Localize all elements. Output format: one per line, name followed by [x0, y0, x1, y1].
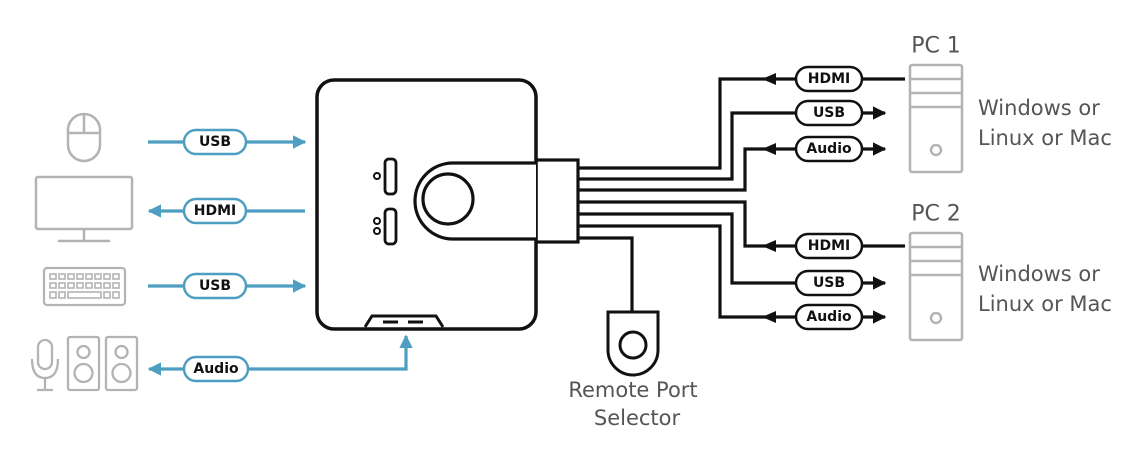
kvm-switch-icon [315, 78, 580, 331]
remote-caption-line2: Selector [594, 406, 681, 430]
remote-port-selector-icon [578, 236, 660, 377]
microphone-speakers-icon [30, 335, 139, 392]
pc2-title: PC 2 [911, 202, 961, 227]
pc2-os-line1: Windows or [978, 262, 1100, 286]
cable-label: HDMI [182, 197, 248, 225]
cable-label: USB [182, 128, 248, 156]
cable-label: Audio [794, 135, 864, 163]
remote-caption-line1: Remote Port [568, 378, 697, 402]
cable-label: Audio [794, 303, 864, 331]
cable-label: HDMI [794, 232, 864, 260]
cable-label: Audio [182, 355, 250, 383]
pc-tower-icon [908, 63, 964, 174]
cable-label-text: USB [813, 105, 845, 121]
cable-label-text: Audio [806, 141, 852, 157]
keyboard-icon [42, 266, 127, 307]
cable-label: USB [794, 99, 864, 127]
cable-label-text: USB [813, 275, 845, 291]
cable-label: USB [794, 269, 864, 297]
pc1-os-line2: Linux or Mac [978, 126, 1112, 150]
cable-label: USB [182, 272, 248, 300]
pc-tower-icon [908, 231, 964, 342]
pc1-os-line1: Windows or [978, 96, 1100, 120]
mouse-icon [66, 112, 102, 163]
cable-label-text: USB [199, 134, 231, 150]
cable-label-text: Audio [806, 309, 852, 325]
cable-label-text: Audio [193, 361, 239, 377]
pc1-title: PC 1 [911, 34, 961, 59]
cable-arrowheads [762, 73, 776, 323]
cable-label: HDMI [794, 65, 864, 93]
cable-label-text: HDMI [194, 203, 236, 219]
cable-label-text: HDMI [808, 238, 850, 254]
monitor-icon [34, 175, 134, 243]
cable-label-text: HDMI [808, 71, 850, 87]
pc2-os-line2: Linux or Mac [978, 292, 1112, 316]
cable-label-text: USB [199, 278, 231, 294]
